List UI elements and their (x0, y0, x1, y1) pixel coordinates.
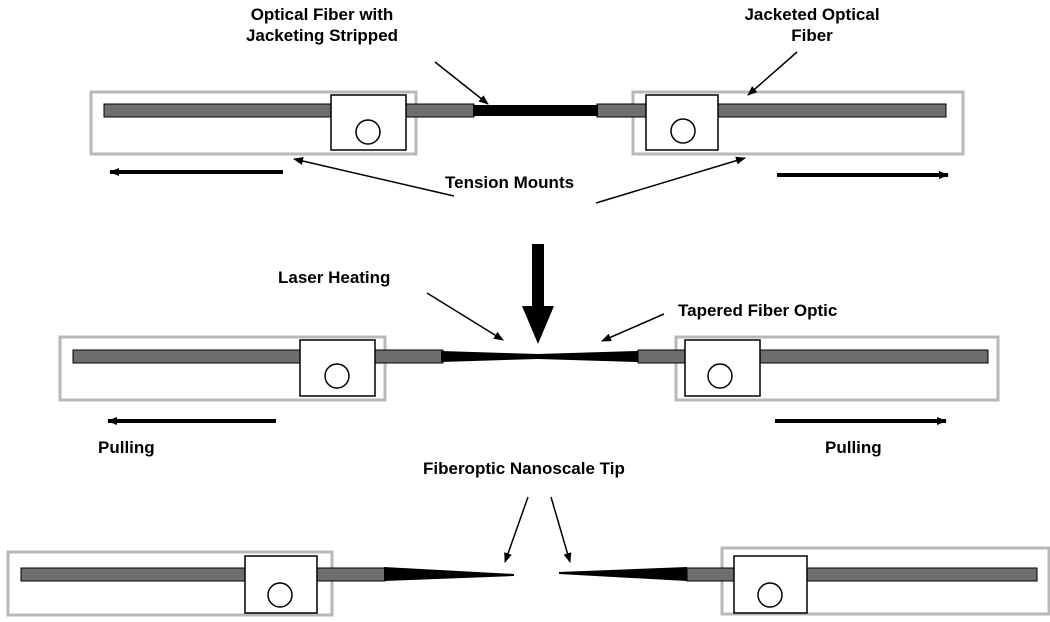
label-jacketed-fiber: Jacketed Optical Fiber (732, 4, 892, 46)
label-nanoscale-tip: Fiberoptic Nanoscale Tip (423, 459, 625, 478)
screw-left (355, 119, 381, 145)
screw-right (707, 363, 733, 389)
stage-2 (58, 292, 1000, 425)
pointer-tension-left (293, 157, 455, 197)
pointer-tip-right (550, 496, 572, 563)
jacketed-fiber-left (72, 349, 444, 364)
label-laser-heating: Laser Heating (278, 268, 391, 287)
label-tension-mounts: Tension Mounts (445, 173, 575, 192)
pointer-tension-right (595, 156, 746, 204)
label-tapered-fiber-optic: Tapered Fiber Optic (678, 301, 838, 320)
stage-1 (89, 51, 965, 204)
label-pulling-left: Pulling (98, 438, 155, 457)
screw-left (267, 582, 293, 608)
nanotip-left (384, 567, 514, 581)
pointer-tip-left (504, 496, 529, 563)
pointer-laser (426, 292, 504, 341)
tapered-fiber (441, 351, 638, 362)
jacketed-fiber-left (103, 103, 475, 118)
screw-right (757, 582, 783, 608)
label-jacketed-line-1: Jacketed Optical (744, 5, 880, 24)
label-jacketed-line-2: Fiber (791, 26, 833, 45)
process-arrow (522, 244, 554, 344)
stripped-fiber (473, 105, 598, 116)
label-stripped-fiber: Optical Fiber with Jacketing Stripped (212, 4, 432, 46)
pointer-jacketed (747, 51, 798, 96)
nanotip-right (559, 567, 687, 581)
stage-3 (6, 496, 1050, 617)
jacketed-fiber-left (20, 567, 386, 582)
pointer-stripped (434, 61, 489, 105)
screw-left (324, 363, 350, 389)
screw-right (670, 118, 696, 144)
label-stripped-line-1: Optical Fiber with (250, 5, 394, 24)
label-stripped-line-2: Jacketing Stripped (245, 26, 399, 45)
pointer-tapered (601, 313, 665, 342)
label-pulling-right: Pulling (825, 438, 882, 457)
